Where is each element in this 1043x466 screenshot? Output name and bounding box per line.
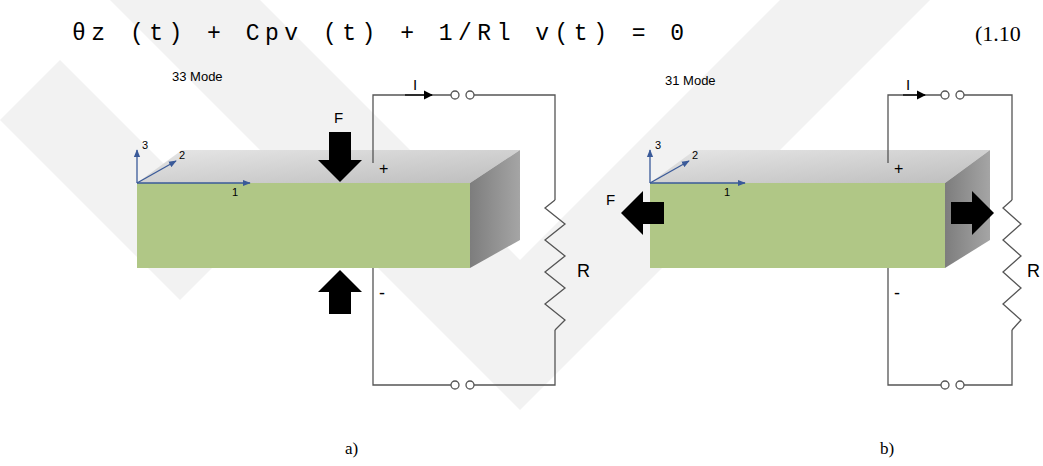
- force-arrows-31: [621, 191, 994, 235]
- polarity-label: -: [379, 284, 385, 304]
- panel-label: a): [345, 440, 358, 459]
- resistor-symbol: [545, 200, 565, 330]
- axis-label: 1: [232, 186, 238, 198]
- axis-label: 3: [142, 139, 148, 151]
- axis-label: 3: [655, 139, 661, 151]
- polarity-label: -: [894, 284, 900, 304]
- circuit-31: [888, 91, 1021, 389]
- polarity-label: +: [894, 160, 903, 178]
- polarity-label: +: [379, 160, 388, 178]
- current-label: I: [906, 77, 910, 94]
- axes-33: [137, 150, 250, 183]
- panel-label: b): [880, 440, 894, 459]
- circuit-33: [373, 91, 565, 389]
- equation-number: (1.10: [975, 22, 1021, 46]
- axis-label: 2: [692, 149, 698, 161]
- current-label: I: [413, 77, 417, 94]
- resistor-symbol: [1003, 200, 1021, 330]
- equation: θz (t) + Cpv (t) + 1/Rl v(t) = 0: [72, 22, 690, 47]
- axis-label: 2: [179, 149, 185, 161]
- resistor-label: R: [1027, 262, 1040, 282]
- mode-title: 33 Mode: [172, 70, 223, 84]
- resistor-label: R: [577, 262, 590, 282]
- force-arrows-33: [318, 132, 362, 314]
- axis-label: 1: [724, 186, 730, 198]
- axes-31: [650, 150, 745, 183]
- mode-title: 31 Mode: [665, 74, 716, 88]
- piezo-block-31: [650, 150, 990, 268]
- force-label: F: [606, 192, 615, 209]
- force-label: F: [334, 110, 343, 127]
